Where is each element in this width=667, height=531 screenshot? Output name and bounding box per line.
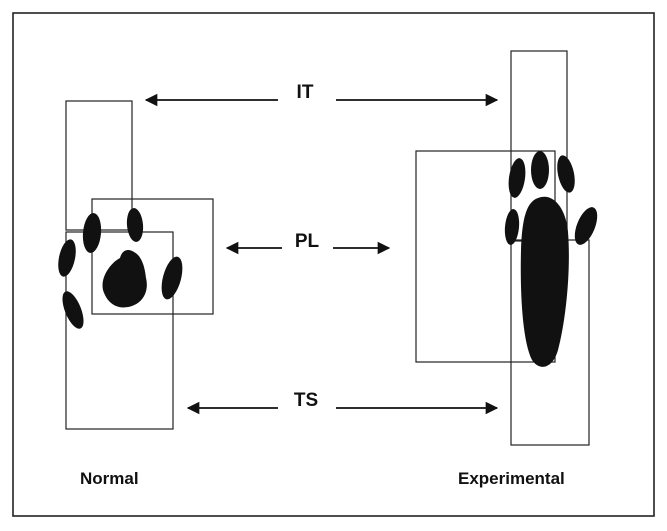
normal-footprint	[55, 101, 213, 429]
normal-toe-1	[55, 238, 79, 278]
it-label: IT	[297, 83, 314, 102]
normal-palm-pad	[103, 250, 147, 307]
ts-label: TS	[294, 391, 318, 410]
normal-toe-5	[58, 288, 88, 331]
pl-label: PL	[295, 232, 319, 251]
normal-it-box	[66, 101, 132, 230]
experimental-footprint	[416, 51, 602, 445]
normal-caption: Normal	[80, 470, 139, 487]
normal-toe-2	[81, 212, 102, 253]
experimental-toe-2	[531, 151, 549, 189]
experimental-toe-3	[554, 154, 578, 194]
normal-toe-3	[126, 207, 145, 242]
normal-toe-4	[158, 254, 187, 301]
experimental-toe-5	[570, 204, 602, 248]
experimental-sole	[521, 197, 569, 367]
experimental-caption: Experimental	[458, 470, 565, 487]
experimental-toe-1	[506, 157, 527, 199]
